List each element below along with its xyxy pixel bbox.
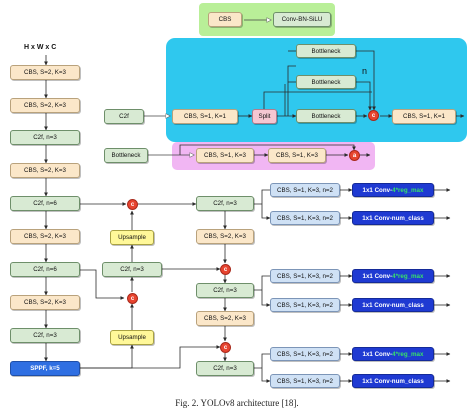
legend-cbs-box: CBS <box>208 12 242 27</box>
neck-cbs-b: CBS, S=2, K=3 <box>196 229 254 244</box>
c2f-detail-split: Split <box>252 109 277 124</box>
backbone-c2f-4: C2f, n=3 <box>10 328 80 343</box>
edge-c2f6b-to-concat2 <box>80 269 125 300</box>
legend-conv-bn-silu-box: Conv-BN-SiLU <box>273 12 331 27</box>
backbone-c2f-2: C2f, n=6 <box>10 196 80 211</box>
head-1-reg-suffix: 4*reg_max <box>392 186 424 194</box>
neck-upsample-1: Upsample <box>110 230 154 245</box>
input-size-label: H x W x C <box>24 44 57 51</box>
edge-sppf-to-upsample2 <box>80 344 134 369</box>
backbone-c2f-3: C2f, n=6 <box>10 262 80 277</box>
neck-concat-2: c <box>127 293 138 304</box>
edge-c2f-c-to-head2 <box>254 275 270 305</box>
backbone-sppf: SPPF, k=5 <box>10 361 80 376</box>
head-3-reg-conv: 1x1 Conv-4*reg_max <box>352 347 434 361</box>
edge-c2f-b-to-head1 <box>254 189 270 218</box>
head-1-cbs-cls: CBS, S=1, K=3, n=2 <box>270 211 340 225</box>
head-3-cbs-cls: CBS, S=1, K=3, n=2 <box>270 374 340 388</box>
head-2-cbs-reg: CBS, S=1, K=3, n=2 <box>270 269 340 283</box>
head-1-reg-prefix: 1x1 Conv- <box>362 186 393 194</box>
head-2-reg-prefix: 1x1 Conv- <box>362 272 393 280</box>
head-3-cls-conv: 1x1 Conv-num_class <box>352 374 434 388</box>
backbone-cbs-5: CBS, S=2, K=3 <box>10 295 80 310</box>
c2f-detail-bottleneck-3: Bottleneck <box>296 109 356 123</box>
bottleneck-detail-bottleneck: Bottleneck <box>104 148 148 163</box>
neck-c2f-d: C2f, n=3 <box>196 361 254 376</box>
backbone-cbs-1: CBS, S=2, K=3 <box>10 65 80 80</box>
head-3-cbs-reg: CBS, S=1, K=3, n=2 <box>270 347 340 361</box>
bottleneck-detail-cbs-2: CBS, S=1, K=3 <box>268 148 326 163</box>
neck-concat-1: c <box>127 199 138 210</box>
edge-b1-to-concat <box>356 50 376 111</box>
backbone-cbs-4: CBS, S=2, K=3 <box>10 229 80 244</box>
c2f-detail-bottleneck-1: Bottleneck <box>296 44 356 58</box>
neck-c2f-a: C2f, n=3 <box>102 262 162 277</box>
neck-upsample-2: Upsample <box>110 330 154 345</box>
head-3-reg-suffix: 4*reg_max <box>392 350 424 358</box>
backbone-c2f-1: C2f, n=3 <box>10 130 80 145</box>
neck-c2f-c: C2f, n=3 <box>196 283 254 298</box>
neck-cbs-c: CBS, S=2, K=3 <box>196 311 254 326</box>
edge-split-up <box>263 91 372 109</box>
c2f-detail-bottleneck-2: Bottleneck <box>296 75 356 89</box>
neck-concat-p5: c <box>220 342 231 353</box>
c2f-detail-c2f: C2f <box>104 109 144 124</box>
edge-c2f-d-to-head3 <box>254 353 270 381</box>
head-2-reg-conv: 1x1 Conv-4*reg_max <box>352 269 434 283</box>
edge-b2-to-concat <box>356 81 372 111</box>
head-1-cbs-reg: CBS, S=1, K=3, n=2 <box>270 183 340 197</box>
figure-caption: Fig. 2. YOLOv8 architecture [18]. <box>175 398 299 408</box>
head-2-cbs-cls: CBS, S=1, K=3, n=2 <box>270 298 340 312</box>
edge-sppf-to-concat-p5 <box>80 345 221 369</box>
neck-concat-p4: c <box>220 264 231 275</box>
head-1-cls-conv: 1x1 Conv-num_class <box>352 211 434 225</box>
c2f-detail-concat: c <box>368 110 379 121</box>
c2f-detail-n-label: n <box>362 66 368 76</box>
c2f-detail-cbs-out: CBS, S=1, K=1 <box>392 109 456 124</box>
bottleneck-detail-add: a <box>349 150 360 161</box>
neck-c2f-b: C2f, n=3 <box>196 196 254 211</box>
head-2-cls-conv: 1x1 Conv-num_class <box>352 298 434 312</box>
head-1-reg-conv: 1x1 Conv-4*reg_max <box>352 183 434 197</box>
edge-bn-skip <box>179 144 356 155</box>
backbone-cbs-2: CBS, S=2, K=3 <box>10 98 80 113</box>
c2f-detail-cbs-in: CBS, S=1, K=1 <box>172 109 238 124</box>
edge-b3-loop <box>287 65 296 116</box>
bottleneck-detail-cbs-1: CBS, S=1, K=3 <box>196 148 254 163</box>
backbone-cbs-3: CBS, S=2, K=3 <box>10 163 80 178</box>
head-3-reg-prefix: 1x1 Conv- <box>362 350 393 358</box>
head-2-reg-suffix: 4*reg_max <box>392 272 424 280</box>
